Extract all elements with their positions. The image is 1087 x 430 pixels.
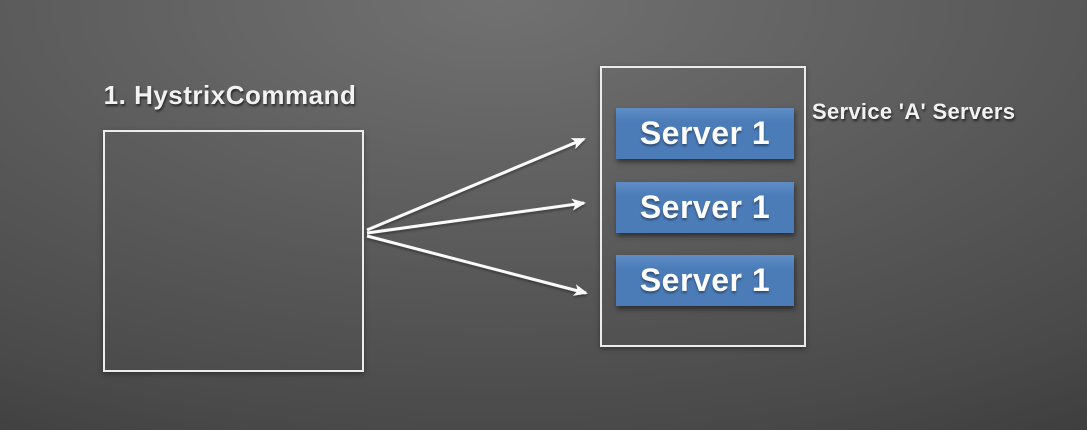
hystrix-command-title: 1. HystrixCommand bbox=[103, 80, 357, 110]
server-label: Server 1 bbox=[639, 189, 771, 225]
server-label: Server 1 bbox=[639, 262, 771, 298]
arrow-to-server-1 bbox=[366, 137, 586, 232]
arrow-to-server-3 bbox=[366, 234, 588, 296]
server-label: Server 1 bbox=[639, 115, 771, 151]
service-a-servers-label: Service 'A' Servers bbox=[812, 99, 1016, 124]
server-box-2: Server 1 bbox=[616, 182, 794, 233]
server-box-3: Server 1 bbox=[616, 255, 794, 306]
hystrix-command-box bbox=[103, 130, 364, 372]
server-box-1: Server 1 bbox=[616, 108, 794, 159]
service-a-servers-box: Server 1 Server 1 Server 1 bbox=[600, 66, 806, 347]
arrow-to-server-2 bbox=[366, 198, 586, 235]
